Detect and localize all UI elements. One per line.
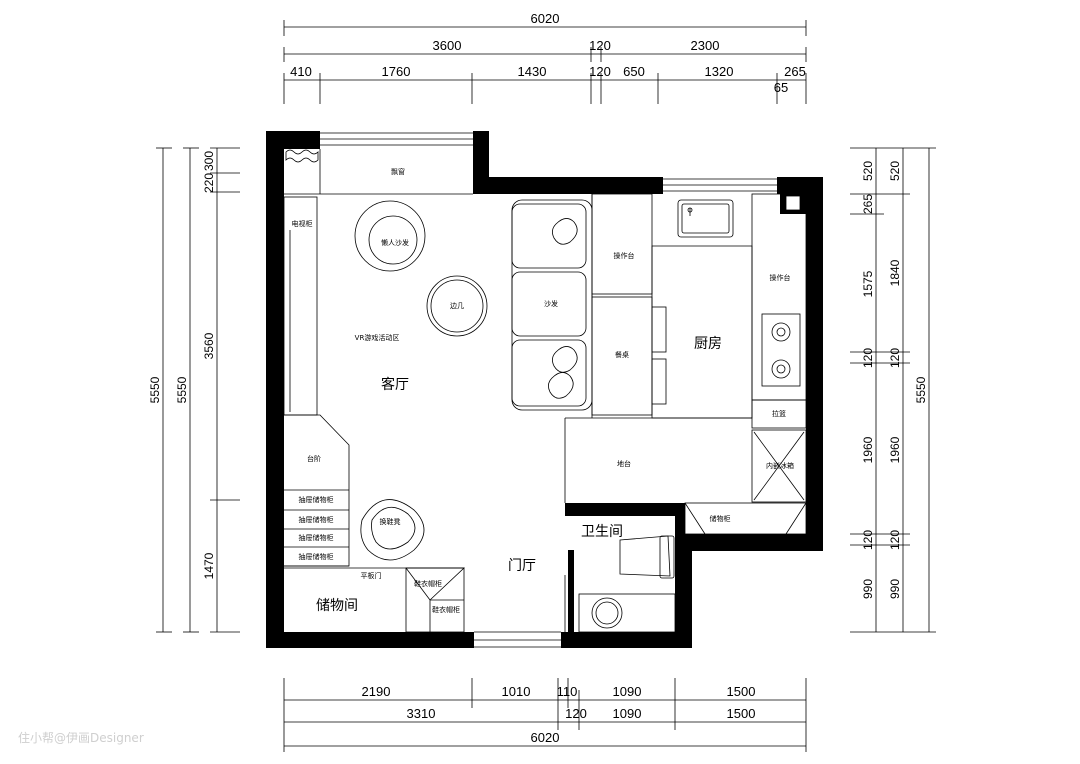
label-drawer-1: 抽屉储物柜 <box>299 495 334 504</box>
dim-right-520b: 520 <box>888 161 902 181</box>
dim-right-1960a: 1960 <box>861 436 875 463</box>
bottom-dimensions: 2190 1010 110 1090 1500 3310 120 1090 15… <box>283 678 807 752</box>
label-platform: 地台 <box>617 459 631 468</box>
dim-bottom-120: 120 <box>565 706 587 721</box>
label-shoe-bench: 换鞋凳 <box>380 517 401 526</box>
dim-bottom-1090b: 1090 <box>613 706 642 721</box>
dim-bottom-total: 6020 <box>531 730 560 745</box>
dim-right-total: 5550 <box>914 376 928 403</box>
dim-top-120b: 120 <box>589 64 611 79</box>
top-dimensions: 6020 3600 120 2300 410 1760 1430 120 650… <box>283 11 807 104</box>
dim-top-total: 6020 <box>531 11 560 26</box>
dim-left-3560: 3560 <box>202 332 216 359</box>
label-drawer-3: 抽屉储物柜 <box>299 533 334 542</box>
room-names: 客厅 厨房 卫生间 门厅 储物间 <box>316 336 722 614</box>
dim-left-mid: 5550 <box>175 376 189 403</box>
dim-right-120c: 120 <box>888 348 902 368</box>
dim-bottom-1500b: 1500 <box>727 706 756 721</box>
dim-right-520a: 520 <box>861 161 875 181</box>
label-shoe-cab-1: 鞋衣帽柜 <box>414 579 442 588</box>
dim-top-120a: 120 <box>589 38 611 53</box>
interior-lines <box>283 149 807 633</box>
dim-right-990b: 990 <box>888 579 902 599</box>
dim-left-220: 220 <box>202 173 216 193</box>
label-pull-basket: 拉篮 <box>772 409 786 418</box>
room-living: 客厅 <box>381 376 409 393</box>
dim-bottom-2190: 2190 <box>362 684 391 699</box>
dim-top-1320: 1320 <box>705 64 734 79</box>
label-drawer-4: 抽屉储物柜 <box>299 552 334 561</box>
dim-top-3600: 3600 <box>433 38 462 53</box>
dim-right-1840: 1840 <box>888 259 902 286</box>
label-counter-right: 操作台 <box>770 273 791 282</box>
dim-right-265: 265 <box>861 194 875 214</box>
label-dining-table: 餐桌 <box>615 350 629 359</box>
label-lazy-sofa: 懒人沙发 <box>381 238 409 247</box>
dim-right-120d: 120 <box>888 530 902 550</box>
label-flat-door: 平板门 <box>361 571 382 580</box>
dim-right-1575: 1575 <box>861 270 875 297</box>
label-tv-cabinet: 电视柜 <box>292 219 313 228</box>
dim-bottom-1090a: 1090 <box>613 684 642 699</box>
dim-top-650: 650 <box>623 64 645 79</box>
dim-right-990a: 990 <box>861 579 875 599</box>
dim-top-2300: 2300 <box>691 38 720 53</box>
label-bay-window: 飘窗 <box>391 167 405 176</box>
label-steps: 台阶 <box>307 454 321 463</box>
dim-left-300: 300 <box>202 151 216 171</box>
windows <box>320 132 777 648</box>
dim-bottom-1500a: 1500 <box>727 684 756 699</box>
dim-bottom-110: 110 <box>557 684 578 699</box>
furniture-labels: 飘窗 电视柜 懒人沙发 边几 VR游戏活动区 沙发 操作台 操作台 餐桌 拉篮 … <box>292 167 795 614</box>
dim-right-120b: 120 <box>861 530 875 550</box>
dim-left-outer: 5550 <box>148 376 162 403</box>
label-sofa: 沙发 <box>544 299 558 308</box>
right-dimensions: 520 265 1575 120 1960 120 990 520 1840 1… <box>850 147 936 633</box>
dim-top-1430: 1430 <box>518 64 547 79</box>
label-vr-area: VR游戏活动区 <box>355 333 400 342</box>
dim-top-65: 65 <box>774 80 788 95</box>
dim-right-1960b: 1960 <box>888 436 902 463</box>
room-foyer: 门厅 <box>508 558 536 574</box>
label-counter-left: 操作台 <box>614 251 635 260</box>
label-fridge: 内嵌冰箱 <box>766 461 794 470</box>
label-side-table: 边几 <box>450 301 464 310</box>
room-kitchen: 厨房 <box>694 336 722 352</box>
label-storage-cabinet: 储物柜 <box>710 514 731 523</box>
dim-top-410: 410 <box>290 64 312 79</box>
room-bathroom: 卫生间 <box>581 524 623 540</box>
dim-bottom-1010: 1010 <box>502 684 531 699</box>
dim-left-1470: 1470 <box>202 552 216 579</box>
label-shoe-cab-2: 鞋衣帽柜 <box>432 605 460 614</box>
dim-top-265: 265 <box>784 64 806 79</box>
dim-top-1760: 1760 <box>382 64 411 79</box>
label-drawer-2: 抽屉储物柜 <box>299 515 334 524</box>
watermark: 住小帮@伊画Designer <box>18 731 144 745</box>
dim-right-120a: 120 <box>861 348 875 368</box>
left-dimensions: 5550 5550 220 300 3560 1470 <box>148 147 240 633</box>
walls <box>266 131 823 648</box>
dim-bottom-3310: 3310 <box>407 706 436 721</box>
room-storage: 储物间 <box>316 598 358 614</box>
radiator-icon <box>285 149 319 163</box>
